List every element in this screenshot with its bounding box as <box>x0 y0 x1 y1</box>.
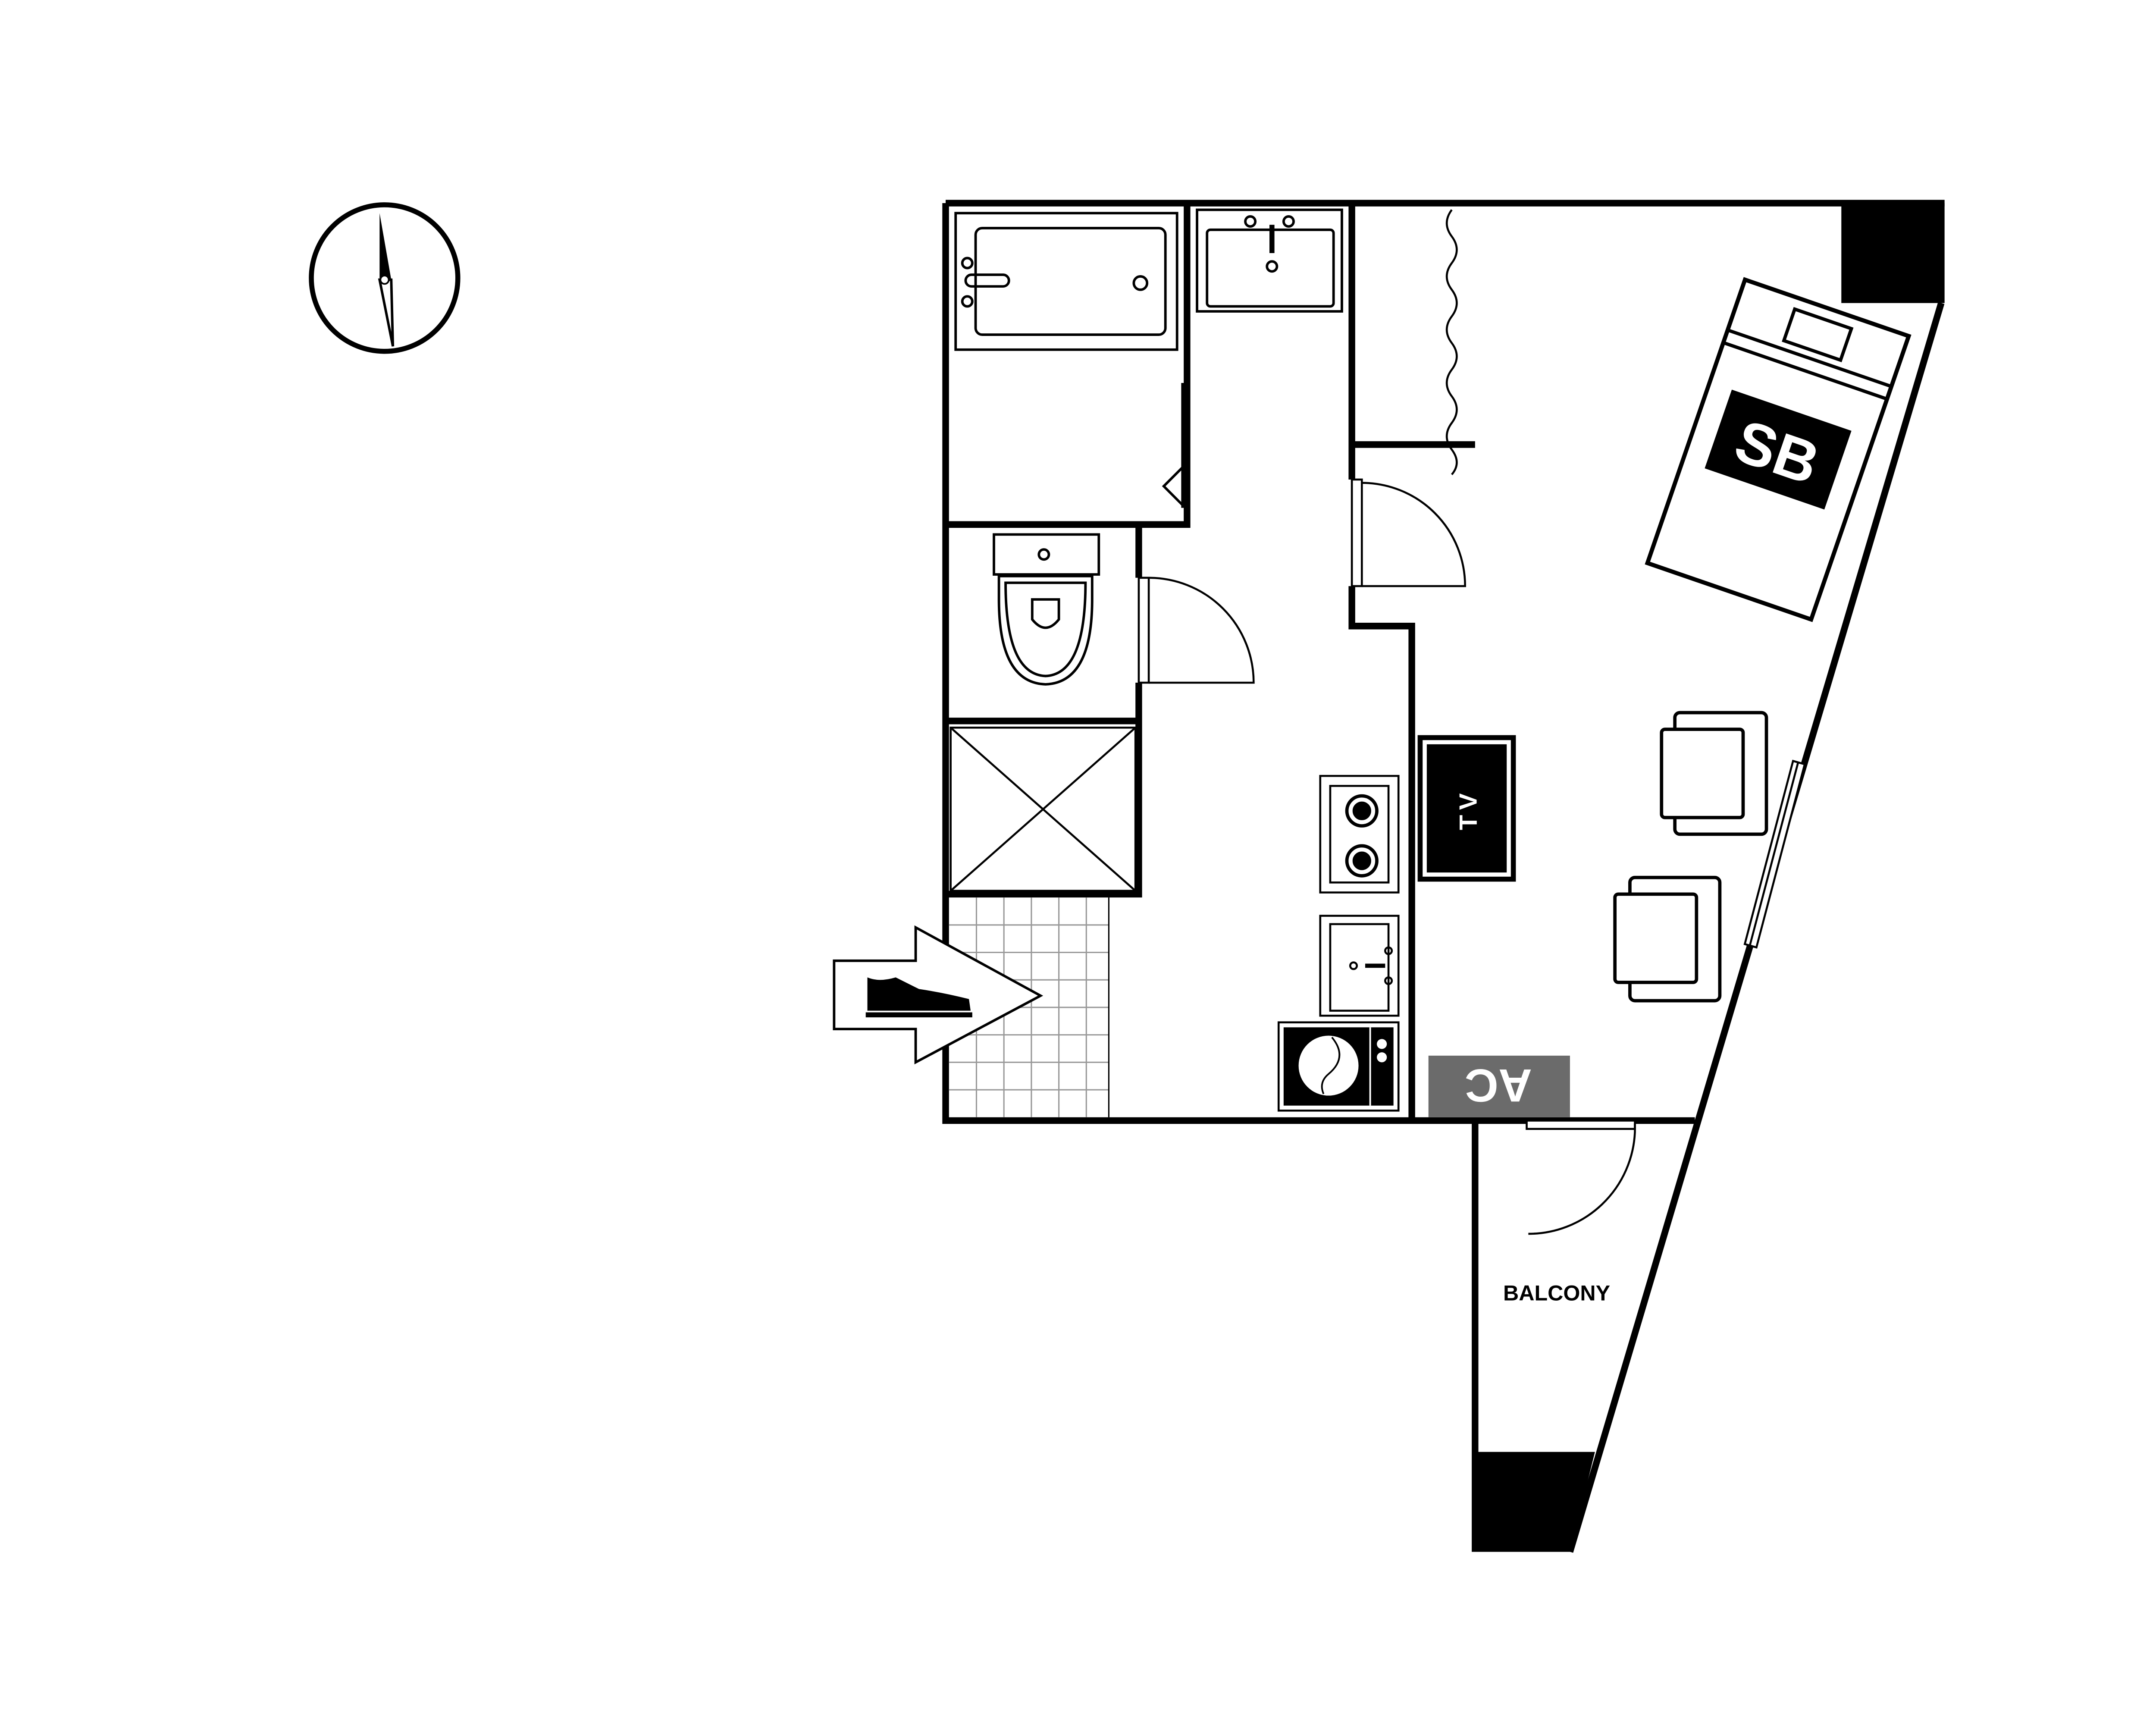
washbasin-icon <box>1196 208 1343 313</box>
armchair-icon <box>1613 875 1722 1003</box>
storage-box <box>950 726 1137 892</box>
air-conditioner: AC <box>1428 1055 1570 1117</box>
tv-label: TV <box>1455 788 1482 830</box>
pillar <box>1475 1452 1595 1552</box>
toilet-icon <box>993 533 1100 686</box>
balcony-door-icon[interactable] <box>1526 1120 1636 1235</box>
entrance-arrow-icon <box>833 925 1044 1065</box>
door-icon[interactable] <box>1351 478 1467 587</box>
ac-label: AC <box>1465 1060 1532 1112</box>
stove-icon <box>1319 775 1400 894</box>
compass-icon <box>309 202 461 354</box>
pillar <box>1841 203 1945 303</box>
kitchen-sink-icon <box>1319 915 1400 1017</box>
window <box>1743 759 1806 949</box>
balcony-label: BALCONY <box>1503 1281 1610 1305</box>
washing-machine-icon <box>1277 1021 1400 1112</box>
bed: SB <box>1645 277 1912 622</box>
armchair-icon <box>1660 711 1768 836</box>
door-icon[interactable] <box>1138 577 1255 684</box>
shoe-icon <box>867 977 971 1011</box>
curtain <box>1446 209 1458 475</box>
bathtub-icon <box>954 212 1186 508</box>
tv: TV <box>1417 735 1516 882</box>
